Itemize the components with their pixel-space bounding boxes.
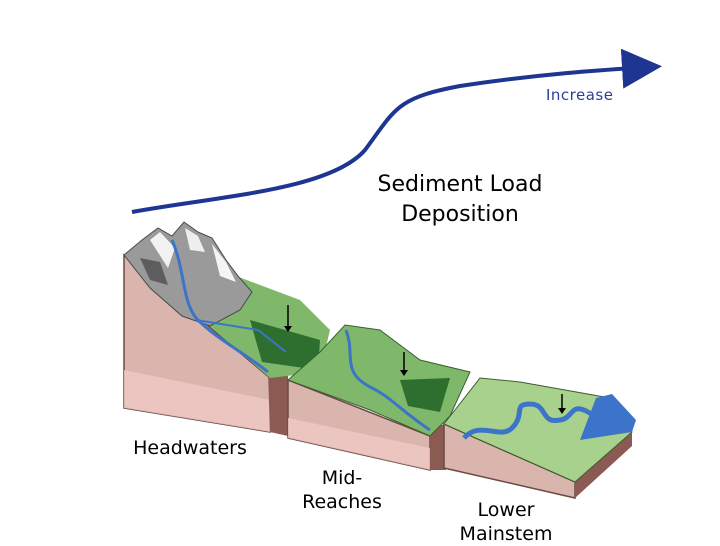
title-line-1: Sediment Load <box>377 172 543 197</box>
zone-headwaters-line-1: Headwaters <box>133 437 247 459</box>
sediment-trend-curve <box>131 48 662 214</box>
coastal-water <box>580 394 636 440</box>
zone-lower-mainstem-line-2: Mainstem <box>459 523 553 545</box>
zone-lower-mainstem-line-1: Lower <box>477 499 535 521</box>
zone-label-headwaters: Headwaters <box>128 436 252 460</box>
headwaters-stream <box>170 239 269 374</box>
diagram-title: Sediment Load Deposition <box>360 170 560 230</box>
mid-reaches-stream <box>344 329 431 432</box>
mid-reaches-block <box>287 324 471 471</box>
lower-mainstem-block <box>443 377 636 499</box>
headwaters-block <box>123 221 330 436</box>
zone-label-mid-reaches: Mid- Reaches <box>290 466 394 514</box>
increase-label: Increase <box>546 86 614 104</box>
meandering-river <box>462 401 617 440</box>
zone-label-lower-mainstem: Lower Mainstem <box>446 498 566 546</box>
zone-mid-reaches-line-1: Mid- <box>321 467 363 489</box>
title-line-2: Deposition <box>401 202 519 227</box>
zone-mid-reaches-line-2: Reaches <box>302 491 382 513</box>
